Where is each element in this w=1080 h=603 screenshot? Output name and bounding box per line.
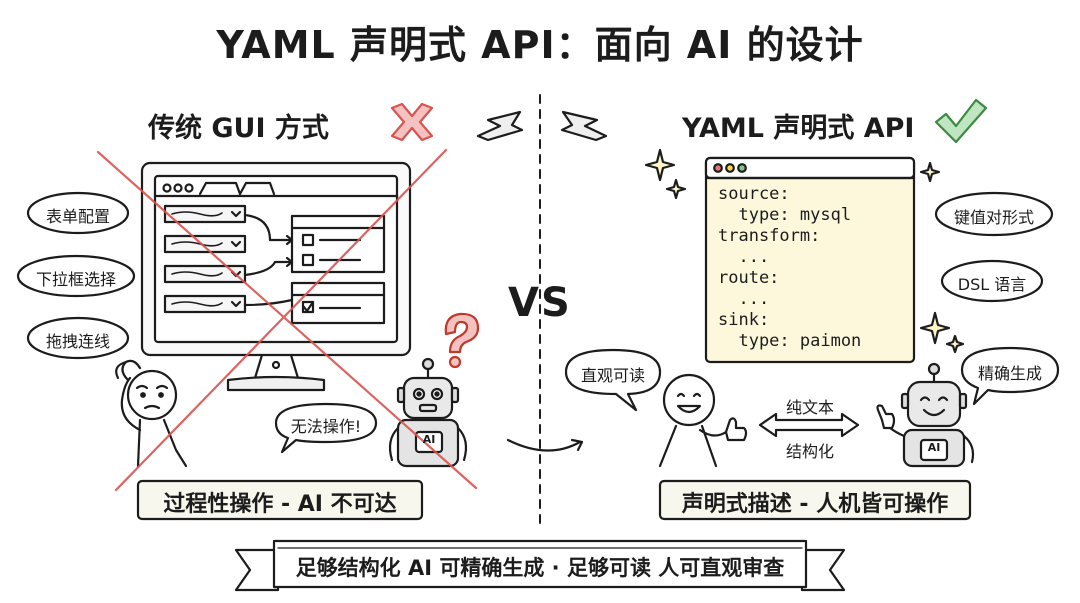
confused-person-illustration [115,359,188,468]
banner-text: 足够结构化 AI 可精确生成 · 足够可读 人可直观审查 [295,556,785,580]
bottom-banner [234,539,846,592]
sparkle-icon [644,148,965,354]
right-robot-chest-label: AI [927,441,941,454]
tag-bubble-2 [16,254,136,298]
left-robot-speech: 无法操作! [290,417,362,436]
left-footer-box [136,479,424,521]
tag-dropdown-select: 下拉框选择 [35,270,116,289]
left-footer-label: 过程性操作 - AI 不可达 [163,492,397,517]
arrow-top-label: 纯文本 [785,398,834,417]
big-red-cross [96,148,478,492]
monitor-illustration [140,161,412,392]
tag-bubble-3 [26,316,130,360]
right-robot-speech: 精确生成 [977,364,1042,383]
left-robot-speech-bubble [274,402,378,454]
left-robot-chest-label: AI [422,433,436,446]
right-tag-bubble-1 [934,191,1054,237]
arrow-bottom-label: 结构化 [785,442,834,461]
page-title: YAML 声明式 API：面向 AI 的设计 [216,23,864,67]
right-footer-label: 声明式描述 - 人机皆可操作 [681,492,949,517]
tag-bubble-1 [26,191,130,235]
right-tag-bubble-2 [940,259,1044,303]
left-heading: 传统 GUI 方式 [148,113,329,144]
right-robot-speech-bubble [960,346,1060,406]
question-mark-icon [444,312,480,369]
right-heading: YAML 声明式 API [682,113,915,144]
right-robot-illustration [876,362,975,468]
yaml-code: source: type: mysql transform: ... route… [718,184,862,351]
tag-form-config: 表单配置 [45,207,110,226]
right-footer-box [658,479,972,521]
tag-dsl-language: DSL 语言 [957,275,1027,294]
left-arrow-icon [476,110,524,142]
happy-person-illustration [658,373,748,468]
left-robot-illustration [388,357,468,468]
cross-mark-icon [390,102,434,142]
code-window [704,156,916,364]
vs-label: VS [508,280,572,326]
tag-key-value: 键值对形式 [953,208,1034,227]
human-speech: 直观可读 [580,366,645,385]
curved-arrow [506,438,582,452]
double-arrow-icon [758,412,860,438]
right-arrow-icon [560,110,608,142]
human-speech-bubble [564,348,662,412]
tag-drag-connect: 拖拽连线 [45,332,110,351]
check-mark-icon [934,98,988,144]
